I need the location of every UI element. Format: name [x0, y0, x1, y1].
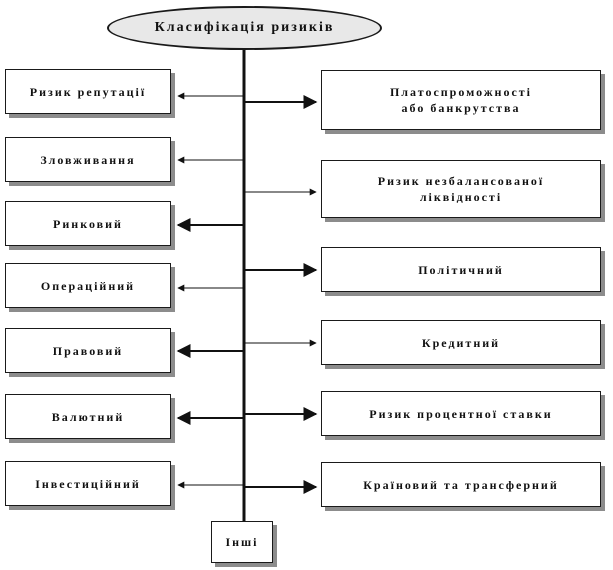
- right-label-line1: Платоспроможності: [389, 85, 533, 99]
- right-node-liquidity: Ризик незбалансованої ліквідності: [321, 160, 601, 218]
- root-label: Класифікація ризиків: [154, 20, 335, 35]
- left-node-legal: Правовий: [5, 328, 171, 373]
- left-node-market: Ринковий: [5, 201, 171, 246]
- left-label: Ринковий: [53, 216, 123, 231]
- right-node-solvency: Платоспроможності або банкрутства: [321, 70, 601, 130]
- bottom-node-other: Інші: [211, 521, 273, 563]
- right-label-line1: Ризик процентної ставки: [369, 406, 553, 421]
- left-label: Правовий: [52, 343, 124, 358]
- root-node: Класифікація ризиків: [107, 6, 382, 50]
- left-node-currency: Валютний: [5, 394, 171, 439]
- right-node-interest-rate: Ризик процентної ставки: [321, 391, 601, 436]
- left-node-operational: Операційний: [5, 263, 171, 308]
- right-node-country-transfer: Країновий та трансферний: [321, 462, 601, 507]
- right-label-line2: ліквідності: [419, 190, 503, 204]
- left-label: Інвестиційний: [35, 476, 141, 491]
- left-label: Операційний: [40, 278, 136, 293]
- right-label-line2: або банкрутства: [401, 101, 521, 115]
- left-node-reputation: Ризик репутації: [5, 69, 171, 114]
- right-label-line1: Політичний: [418, 262, 504, 277]
- left-label: Зловживання: [40, 152, 136, 167]
- left-node-abuse: Зловживання: [5, 137, 171, 182]
- right-label-line1: Кредитний: [421, 335, 501, 350]
- left-node-investment: Інвестиційний: [5, 461, 171, 506]
- right-label-line1: Країновий та трансферний: [363, 477, 559, 492]
- bottom-label: Інші: [225, 535, 259, 549]
- right-node-credit: Кредитний: [321, 320, 601, 365]
- right-node-political: Політичний: [321, 247, 601, 292]
- right-label-line1: Ризик незбалансованої: [377, 174, 545, 188]
- left-label: Валютний: [51, 409, 125, 424]
- left-label: Ризик репутації: [29, 84, 147, 99]
